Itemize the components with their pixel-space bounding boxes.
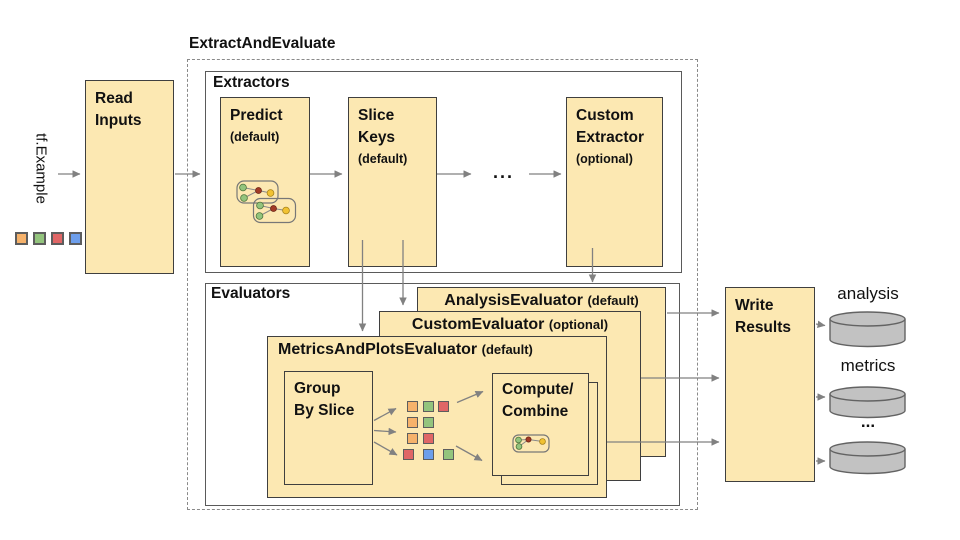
- green-square: [422, 417, 434, 428]
- evaluators-label: Evaluators: [211, 285, 291, 302]
- read-inputs-title: Read Inputs: [95, 90, 142, 129]
- read-inputs-box: Read Inputs: [85, 80, 174, 274]
- green-square: [33, 232, 46, 245]
- tf-example-label: tf.Example: [32, 133, 50, 204]
- slice-group-row: [407, 433, 454, 444]
- input-squares: [15, 232, 82, 245]
- group-by-slice-title: Group By Slice: [294, 380, 355, 419]
- orange-square: [15, 232, 28, 245]
- slice-keys-extractor-box: Slice Keys (default): [348, 97, 437, 267]
- write-results-box: Write Results: [725, 287, 815, 482]
- green-square: [443, 449, 454, 460]
- outputs-ellipsis: ...: [860, 412, 876, 431]
- custom-evaluator-title: CustomEvaluator (optional): [411, 316, 609, 333]
- slice-keys-title: Slice Keys (default): [358, 107, 408, 166]
- red-square: [422, 433, 434, 444]
- orange-square: [407, 417, 418, 428]
- metrics-output-label: metrics: [840, 356, 896, 375]
- slice-group-row: [407, 417, 454, 428]
- other-database-icon: [829, 441, 906, 475]
- blue-square: [69, 232, 82, 245]
- compute-combine-title: Compute/ Combine: [502, 381, 574, 420]
- slice-group-row: [407, 401, 454, 412]
- orange-square: [407, 401, 418, 412]
- evaluators-container: [205, 283, 680, 506]
- metrics-and-plots-title: MetricsAndPlotsEvaluator (default): [278, 341, 533, 358]
- custom-extractor-box: Custom Extractor (optional): [566, 97, 663, 267]
- green-square: [422, 401, 434, 412]
- sliced-examples-grid: [403, 401, 454, 460]
- extractors-label: Extractors: [213, 74, 290, 91]
- write-results-title: Write Results: [735, 297, 791, 336]
- analysis-database-icon: [829, 311, 906, 348]
- extract-and-evaluate-container: [187, 59, 698, 510]
- predict-title: Predict (default): [230, 107, 283, 144]
- custom-extractor-title: Custom Extractor (optional): [576, 107, 645, 166]
- blue-square: [423, 449, 434, 460]
- database-cylinders: [829, 311, 906, 475]
- pipeline-title: ExtractAndEvaluate: [189, 35, 336, 52]
- red-square: [51, 232, 64, 245]
- predict-extractor-box: Predict (default): [220, 97, 310, 267]
- extractors-container: [205, 71, 682, 273]
- red-square: [438, 401, 449, 412]
- orange-square: [407, 433, 418, 444]
- extractors-ellipsis: ...: [493, 162, 515, 182]
- analysis-output-label: analysis: [837, 284, 899, 303]
- slice-group-row: [403, 449, 454, 460]
- group-by-slice-box: Group By Slice: [284, 371, 373, 485]
- analysis-evaluator-title: AnalysisEvaluator (default): [444, 292, 639, 309]
- red-square: [403, 449, 414, 460]
- compute-combine-box: Compute/ Combine: [492, 373, 589, 476]
- write-results-to-output-arrows: [815, 320, 826, 465]
